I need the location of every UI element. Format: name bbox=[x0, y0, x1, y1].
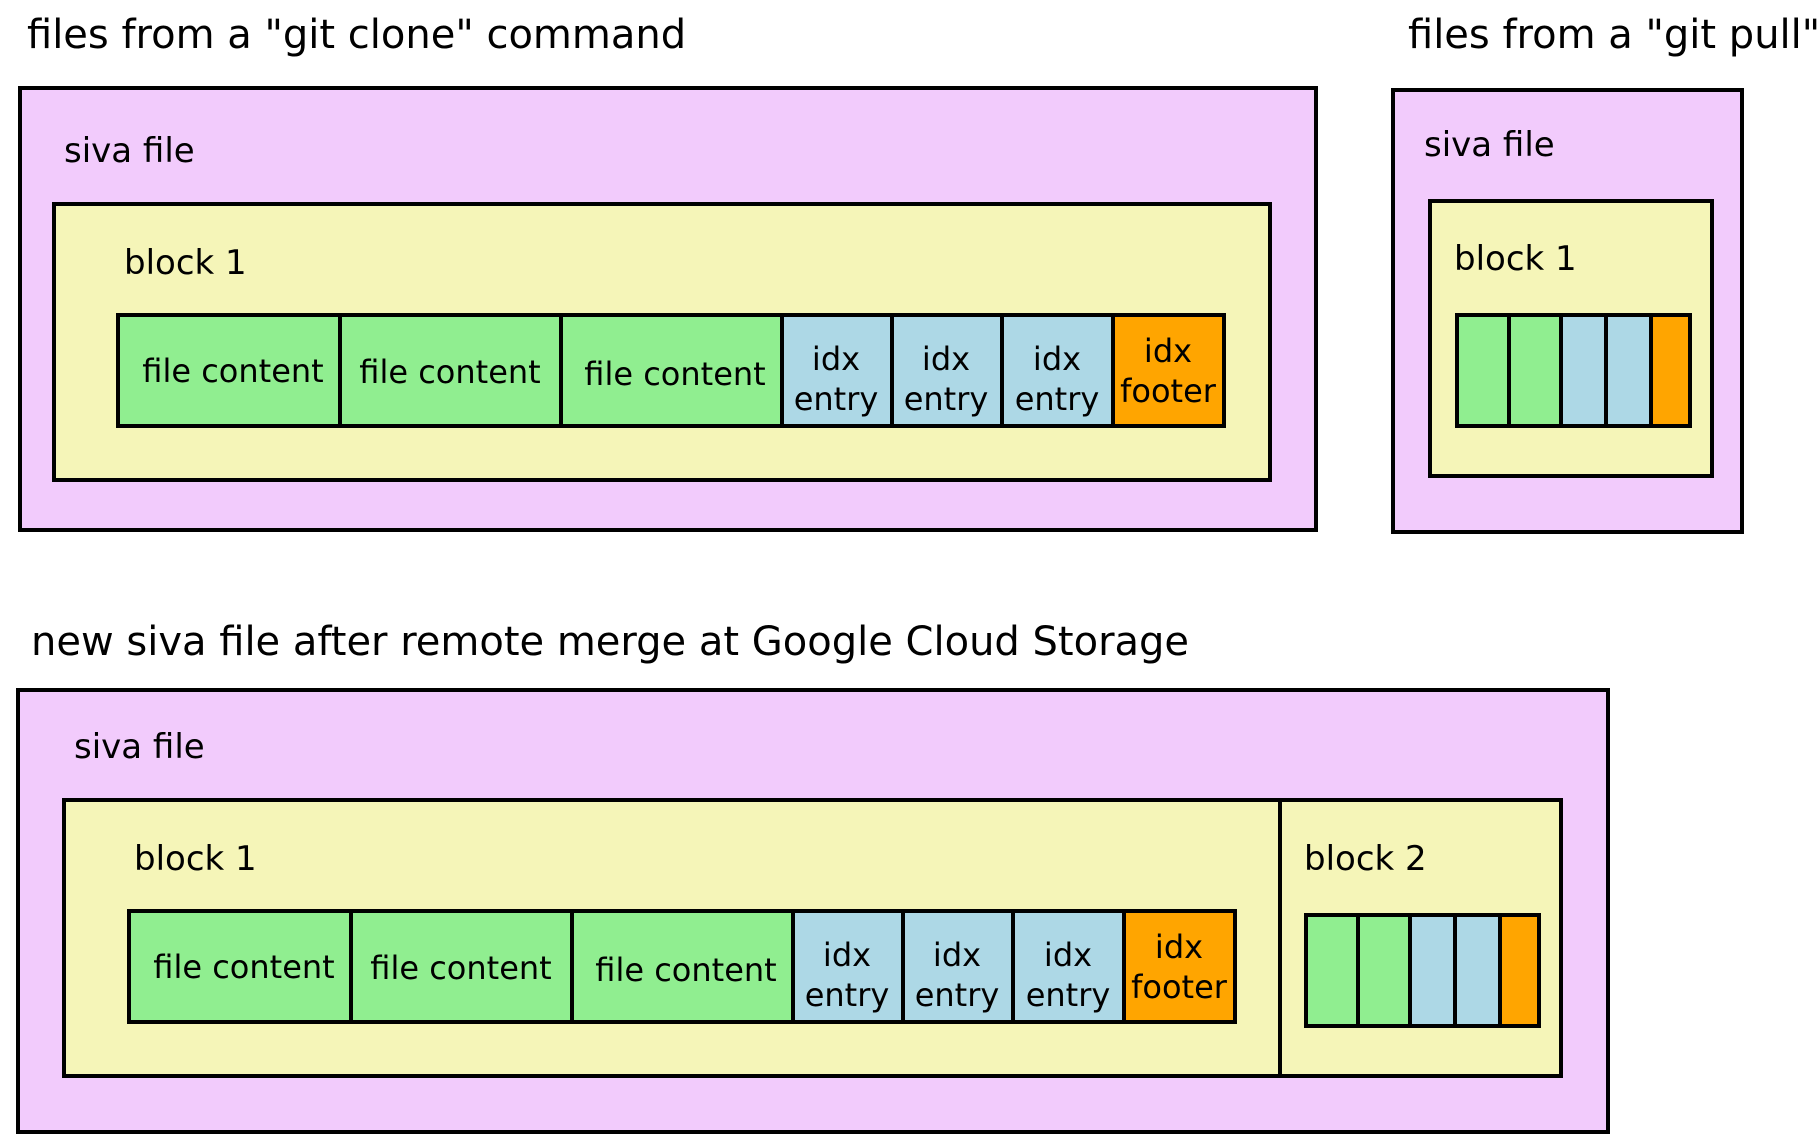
pull-file-content-cell bbox=[1455, 313, 1511, 428]
merge-block-1-cells: file content file content file content i… bbox=[127, 909, 1237, 1024]
merge-cell-label: idx bbox=[1155, 928, 1203, 966]
merge-section: new siva file after remote merge at Goog… bbox=[16, 619, 1610, 1134]
clone-idx-entry-cell bbox=[1000, 313, 1115, 428]
clone-cell-label: footer bbox=[1120, 372, 1217, 410]
pull-idx-footer-cell bbox=[1649, 313, 1692, 428]
merge-idx-entry-cell bbox=[1011, 909, 1126, 1024]
clone-cell-label: entry bbox=[1015, 380, 1100, 418]
clone-cell-label: idx bbox=[812, 340, 860, 378]
merge-file-content-cell bbox=[570, 909, 795, 1024]
merge-cell-label: entry bbox=[915, 976, 1000, 1014]
merge-b2-idx-footer-cell bbox=[1498, 913, 1541, 1028]
pull-siva-label: siva file bbox=[1424, 125, 1555, 165]
merge-siva-label: siva file bbox=[74, 727, 205, 767]
merge-cell-label: idx bbox=[1044, 936, 1092, 974]
merge-b2-idx-entry-cell bbox=[1408, 913, 1457, 1028]
merge-block-1-label: block 1 bbox=[134, 839, 257, 879]
merge-cell-label: entry bbox=[1026, 976, 1111, 1014]
pull-heading: files from a "git pull" bbox=[1408, 12, 1817, 58]
clone-file-content-cell bbox=[559, 313, 784, 428]
merge-cell-label: entry bbox=[805, 976, 890, 1014]
clone-cell-label: file content bbox=[584, 355, 765, 393]
pull-file-content-cell bbox=[1507, 313, 1563, 428]
clone-block-1-label: block 1 bbox=[124, 243, 247, 283]
pull-idx-entry-cell bbox=[1604, 313, 1653, 428]
merge-cell-label: footer bbox=[1131, 968, 1228, 1006]
merge-cell-label: idx bbox=[823, 936, 871, 974]
merge-b2-file-content-cell bbox=[1304, 913, 1360, 1028]
merge-idx-footer-cell bbox=[1122, 909, 1237, 1024]
pull-section: files from a "git pull" siva file block … bbox=[1391, 12, 1817, 534]
clone-idx-entry-cell bbox=[780, 313, 894, 428]
clone-cell-label: idx bbox=[1033, 340, 1081, 378]
merge-heading: new siva file after remote merge at Goog… bbox=[31, 619, 1189, 665]
clone-file-content-cell bbox=[116, 313, 342, 428]
clone-cell-label: file content bbox=[359, 353, 540, 391]
merge-block-2-label: block 2 bbox=[1304, 839, 1427, 879]
clone-cell-label: idx bbox=[922, 340, 970, 378]
merge-cell-label: idx bbox=[933, 936, 981, 974]
clone-cell-label: file content bbox=[142, 352, 323, 390]
merge-block-2-cells bbox=[1304, 913, 1541, 1028]
clone-section: files from a "git clone" command siva fi… bbox=[18, 12, 1318, 532]
clone-idx-entry-cell bbox=[890, 313, 1004, 428]
merge-idx-entry-cell bbox=[901, 909, 1015, 1024]
merge-b2-file-content-cell bbox=[1356, 913, 1412, 1028]
merge-cell-label: file content bbox=[153, 948, 334, 986]
merge-b2-idx-entry-cell bbox=[1453, 913, 1502, 1028]
clone-cell-label: idx bbox=[1144, 332, 1192, 370]
pull-block-1-label: block 1 bbox=[1454, 239, 1577, 279]
pull-cells bbox=[1455, 313, 1692, 428]
pull-idx-entry-cell bbox=[1559, 313, 1608, 428]
clone-heading: files from a "git clone" command bbox=[27, 12, 686, 58]
merge-cell-label: file content bbox=[595, 951, 776, 989]
merge-file-content-cell bbox=[349, 909, 574, 1024]
clone-cell-label: entry bbox=[904, 380, 989, 418]
merge-cell-label: file content bbox=[370, 949, 551, 987]
clone-siva-label: siva file bbox=[64, 131, 195, 171]
clone-cells: file content file content file content i… bbox=[116, 313, 1226, 428]
clone-cell-label: entry bbox=[794, 380, 879, 418]
clone-idx-footer-cell bbox=[1111, 313, 1226, 428]
